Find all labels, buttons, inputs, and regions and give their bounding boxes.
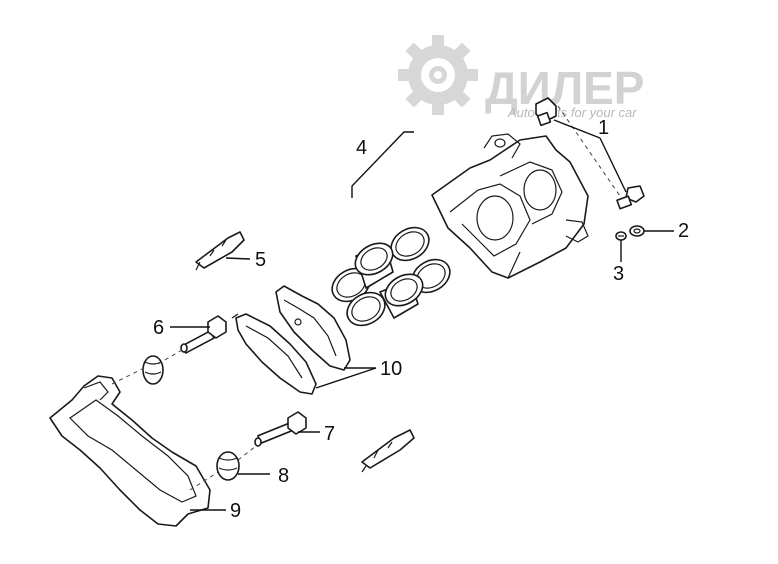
guide-pin-lower [254,411,307,447]
callout-labels: 1 2 3 4 5 6 7 8 9 10 [153,117,689,522]
brake-pad-inner [275,285,351,371]
callout-1: 1 [598,117,609,139]
watermark-tagline: Auto parts for your car [507,105,637,120]
bleeder-bolt-upper [535,97,557,127]
brake-pad-outer [231,313,317,395]
callout-2: 2 [678,220,689,242]
bleeder-nut [629,225,645,237]
callout-3: 3 [613,263,624,285]
caliper-housing [431,133,589,279]
callout-5: 5 [255,249,266,271]
callout-8: 8 [278,465,289,487]
callout-7: 7 [324,423,335,445]
callout-6: 6 [153,317,164,339]
caliper-bracket [49,375,211,527]
leader-lines [170,119,674,511]
anti-rattle-clip-upper [195,231,245,271]
dust-boot-lower [216,451,240,481]
callout-4: 4 [356,137,367,159]
caliper-pistons [331,226,451,327]
assembly-axis-lines [111,105,621,491]
callout-9: 9 [230,500,241,522]
watermark-logo: ДИЛЕР Auto parts for your car [398,35,644,120]
bleeder-cap [615,231,627,241]
bleeder-bolt-lower [616,185,645,210]
dust-boot-upper [142,355,164,385]
gear-icon [398,35,478,115]
callout-10: 10 [380,358,402,380]
guide-pin-upper [180,315,227,354]
watermark-brand: ДИЛЕР [485,62,644,114]
anti-rattle-clip-lower [361,429,415,473]
